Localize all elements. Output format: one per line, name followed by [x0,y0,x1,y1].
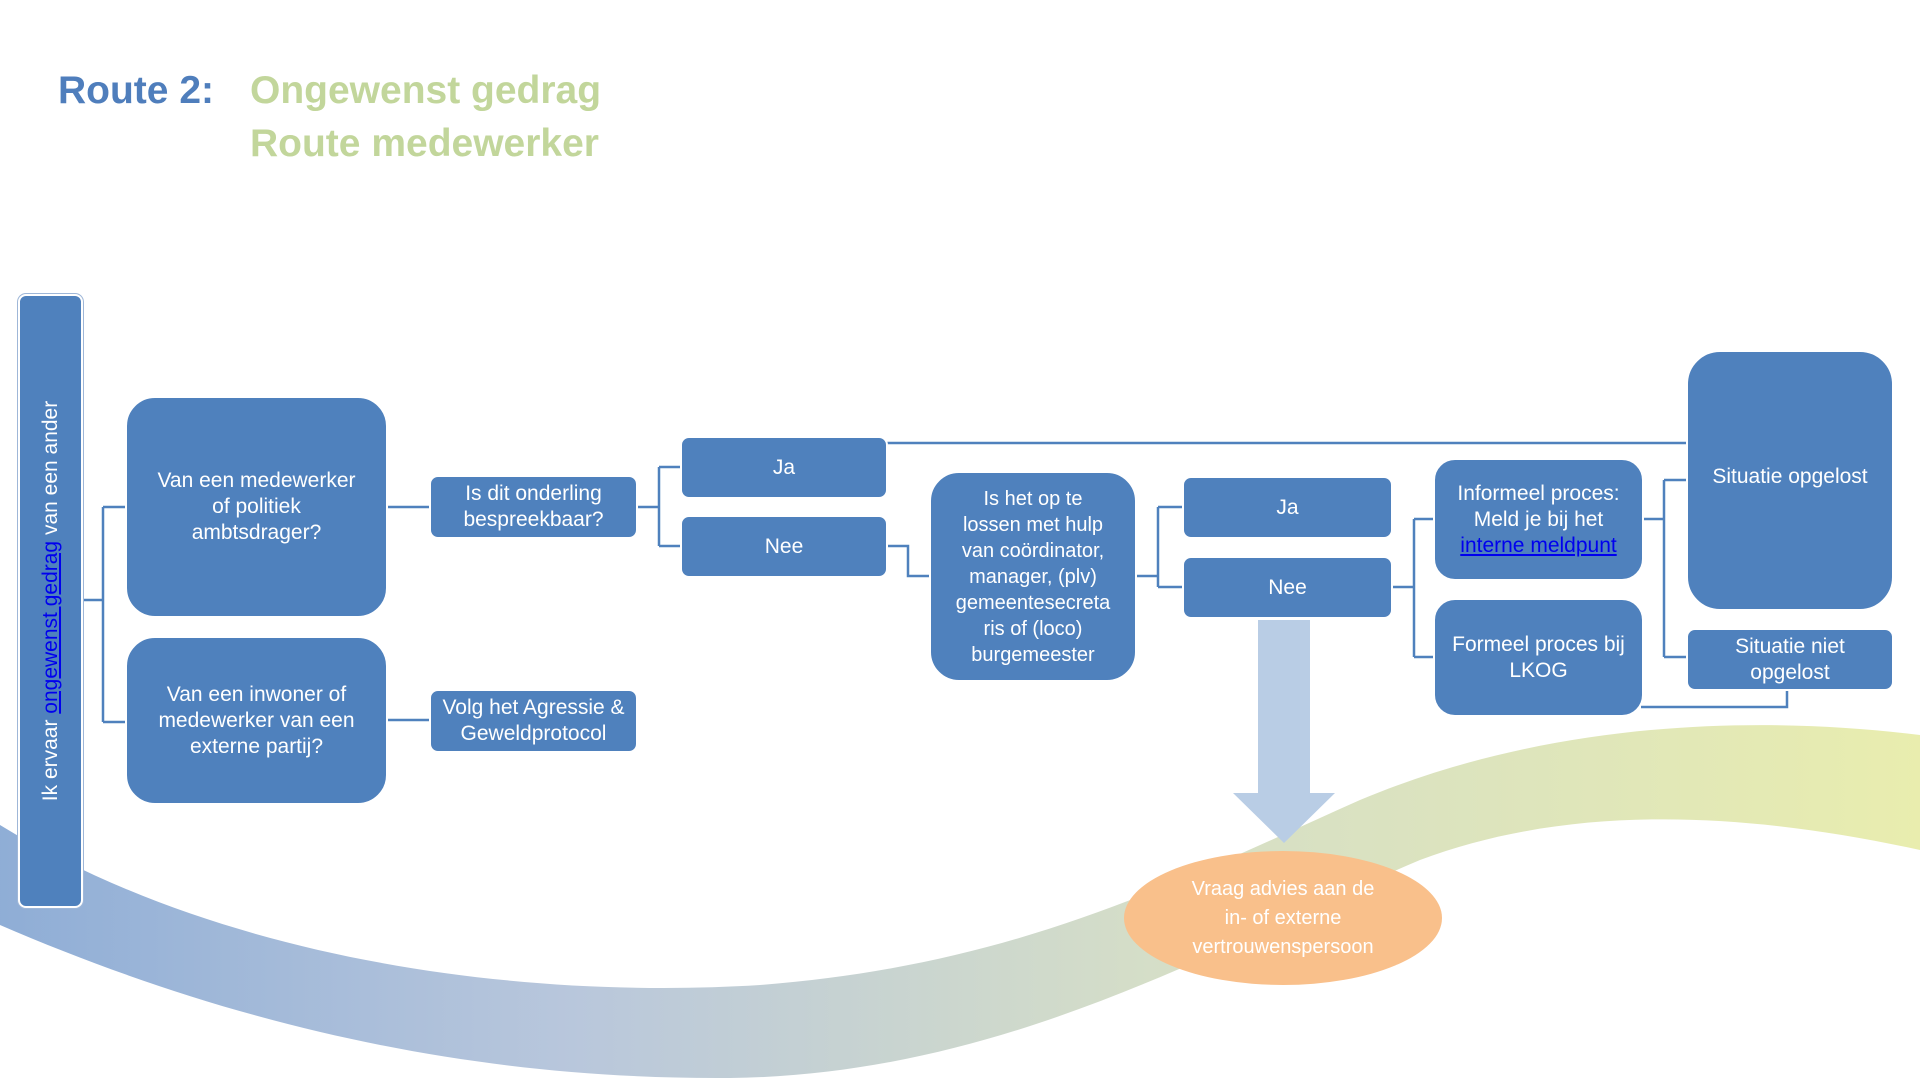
node-advies-label: Vraag advies aan de in- of externe vertr… [1191,877,1375,958]
node-situatie-opgelost-label: Situatie opgelost [1712,465,1868,488]
route-label: Route 2: [58,69,214,112]
start-node: Ik ervaar ongewenst gedrag van een ander [18,294,83,908]
interne-meldpunt-link[interactable]: interne meldpunt [1460,533,1617,557]
node-ja-1-label: Ja [772,455,796,479]
node-nee-2-label: Nee [1268,575,1307,599]
node-medewerker-label: Van een medewerker of politiek ambtsdrag… [157,469,356,544]
node-bespreekbaar: Is dit onderling bespreekbaar? [429,475,638,539]
start-text-suffix: van een ander [38,400,62,541]
node-agressie-protocol: Volg het Agressie & Geweldprotocol [429,689,638,753]
node-inwoner: Van een inwoner of medewerker van een ex… [125,636,388,805]
down-arrow-icon [1233,620,1335,843]
node-ja-1: Ja [680,436,888,499]
node-bespreekbaar-label: Is dit onderling bespreekbaar? [463,482,604,531]
start-node-label: Ik ervaar ongewenst gedrag van een ander [39,401,63,801]
node-formeel-label: Formeel proces bij LKOG [1452,632,1625,682]
node-hulp-label: Is het op te lossen met hulp van coördin… [955,487,1111,666]
start-text-prefix: Ik ervaar [38,713,62,802]
node-informeel-proces: Informeel proces: Meld je bij het intern… [1433,458,1644,581]
node-informeel-label: Informeel proces: Meld je bij het [1457,481,1620,531]
node-nee-2: Nee [1182,556,1393,619]
title-line-1: Ongewenst gedrag [250,69,602,112]
node-ja-2: Ja [1182,476,1393,539]
page-title: Ongewenst gedrag Route medewerker [250,64,601,170]
node-medewerker: Van een medewerker of politiek ambtsdrag… [125,396,388,618]
node-situatie-niet-opgelost-label: Situatie niet opgelost [1735,634,1845,684]
node-formeel-proces: Formeel proces bij LKOG [1433,598,1644,717]
node-situatie-niet-opgelost: Situatie niet opgelost [1686,628,1894,691]
node-nee-1-label: Nee [764,534,804,558]
node-hulp: Is het op te lossen met hulp van coördin… [929,471,1137,682]
title-line-2: Route medewerker [250,122,599,165]
node-nee-1: Nee [680,515,888,578]
node-situatie-opgelost: Situatie opgelost [1686,350,1894,611]
node-inwoner-label: Van een inwoner of medewerker van een ex… [158,682,355,758]
node-agressie-label: Volg het Agressie & Geweldprotocol [442,696,625,745]
ongewenst-gedrag-link[interactable]: ongewenst gedrag [38,540,62,714]
node-vertrouwenspersoon-advies: Vraag advies aan de in- of externe vertr… [1124,851,1442,985]
node-ja-2-label: Ja [1276,495,1299,519]
